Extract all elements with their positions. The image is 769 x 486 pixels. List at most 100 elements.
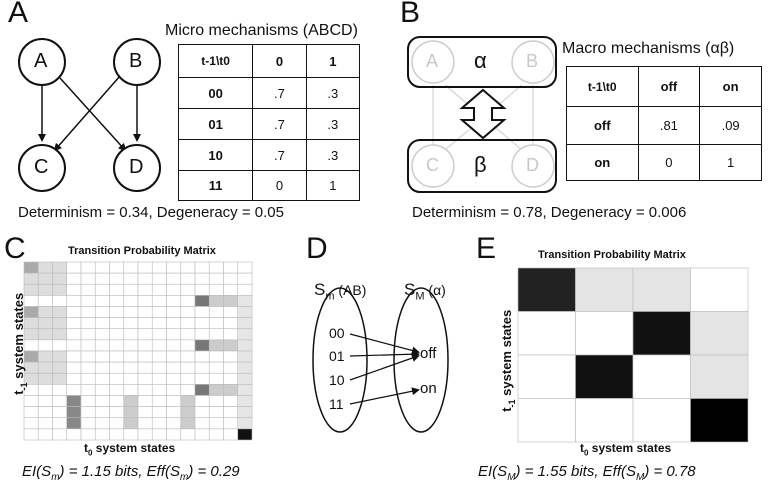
table-cell: 0	[637, 144, 701, 181]
panel-a-caption: Determinism = 0.34, Degeneracy = 0.05	[18, 204, 284, 221]
macro-states-ellipse	[393, 287, 449, 433]
double-arrow-icon	[459, 88, 507, 140]
node-c-label: C	[34, 156, 49, 178]
panel-c-caption: EI(Sm) = 1.15 bits, Eff(Sm) = 0.29	[22, 463, 240, 483]
cap-part: ) = 0.78	[644, 463, 696, 480]
table-cell: .7	[252, 77, 307, 109]
panel-e-xlabel: t0 system states	[580, 441, 671, 457]
cap-part: EI(S	[478, 463, 508, 480]
table-header-cell: 0	[252, 44, 307, 78]
cap-sub: m	[51, 472, 60, 483]
cap-sub: m	[180, 472, 189, 483]
table-header-cell: 1	[305, 44, 361, 78]
panel-e-caption: EI(SM) = 1.55 bits, Eff(SM) = 0.78	[478, 463, 696, 483]
matrix-cell	[517, 354, 576, 399]
node-a-label: A	[34, 50, 48, 72]
matrix-cell	[632, 398, 691, 443]
panel-a-table: t-1\t0 0 1 00 .7 .3 01 .7 .3 10 .7 .3 11…	[177, 44, 361, 201]
table-header-cell: off	[637, 66, 701, 107]
xlabel-rest: system states	[588, 441, 672, 455]
macro-alpha-box	[407, 36, 557, 88]
table-cell: off	[566, 106, 639, 145]
panel-c-letter: C	[4, 232, 26, 265]
table-cell: .7	[252, 139, 307, 171]
micro-state-00: 00	[329, 325, 345, 341]
matrix-cell	[575, 311, 634, 356]
cap-part: ) = 0.29	[188, 463, 240, 480]
table-header-cell: t-1\t0	[566, 66, 639, 107]
faded-node-a: A	[426, 51, 439, 71]
matrix-cell	[632, 354, 691, 399]
micro-state-10: 10	[329, 372, 345, 388]
xlabel-sub: 0	[584, 448, 589, 458]
table-cell: 01	[177, 108, 254, 140]
cap-part: ) = 1.55 bits, Eff(S	[515, 463, 636, 480]
rt-sub: M	[415, 290, 425, 303]
node-a	[18, 38, 66, 86]
matrix-cell	[690, 267, 749, 312]
macro-beta-label: β	[474, 152, 487, 177]
ylabel-t: t	[499, 407, 515, 412]
xlabel-t: t	[580, 441, 584, 455]
table-header-cell: on	[699, 66, 762, 107]
table-header-cell: t-1\t0	[177, 44, 254, 78]
lt-rest: (AB)	[334, 282, 367, 298]
panel-b-title: Macro mechanisms (αβ)	[562, 40, 735, 57]
xlabel-rest: system states	[92, 441, 176, 455]
node-b	[113, 38, 161, 86]
panel-d-right-title: SM (α)	[404, 280, 446, 302]
table-cell: 1	[305, 170, 361, 201]
faded-node-b: B	[526, 51, 539, 71]
table-cell: .81	[637, 106, 701, 145]
node-b-label: B	[129, 50, 143, 72]
macro-state-on: on	[420, 380, 437, 397]
lt-s: S	[314, 280, 326, 299]
panel-d-left-title: Sm (AB)	[314, 280, 366, 302]
node-d-label: D	[129, 156, 144, 178]
matrix-cell	[575, 354, 634, 399]
micro-state-01: 01	[329, 348, 345, 364]
table-cell: 00	[177, 77, 254, 109]
macro-state-off: off	[420, 345, 437, 362]
matrix-cell	[575, 267, 634, 312]
cap-sub: M	[507, 472, 516, 483]
panel-a-title: Micro mechanisms (ABCD)	[165, 22, 358, 39]
matrix-cell	[517, 398, 576, 443]
ylabel-rest: system states	[499, 309, 515, 400]
edge-b-c	[53, 68, 127, 152]
panel-b-caption: Determinism = 0.78, Degeneracy = 0.006	[412, 204, 687, 221]
xlabel-sub: 0	[88, 448, 93, 458]
macro-alpha-label: α	[474, 48, 487, 73]
table-cell: .09	[699, 106, 762, 145]
panel-c-title: Transition Probability Matrix	[68, 245, 216, 257]
table-cell: .3	[305, 139, 361, 171]
panel-a-letter: A	[8, 0, 29, 29]
panel-c-xlabel: t0 system states	[84, 441, 175, 457]
table-cell: .3	[305, 77, 361, 109]
matrix-cell	[237, 428, 253, 441]
table-cell: 10	[177, 139, 254, 171]
panel-b-letter: B	[400, 0, 421, 29]
matrix-cell	[575, 398, 634, 443]
matrix-cell	[632, 311, 691, 356]
faded-node-c: C	[426, 155, 439, 175]
micro-state-11: 11	[329, 396, 344, 412]
cap-part: ) = 1.15 bits, Eff(S	[59, 463, 180, 480]
matrix-cell	[632, 267, 691, 312]
matrix-cell	[517, 311, 576, 356]
panel-e-ylabel: t-1 system states	[499, 301, 517, 421]
faded-node-d: D	[526, 155, 539, 175]
lt-sub: m	[325, 290, 335, 303]
matrix-cell	[690, 311, 749, 356]
cap-sub: M	[636, 472, 645, 483]
panel-e-title: Transition Probability Matrix	[538, 249, 686, 261]
rt-s: S	[404, 280, 416, 299]
matrix-cell	[517, 267, 576, 312]
cap-part: EI(S	[22, 463, 52, 480]
table-cell: 1	[699, 144, 762, 181]
